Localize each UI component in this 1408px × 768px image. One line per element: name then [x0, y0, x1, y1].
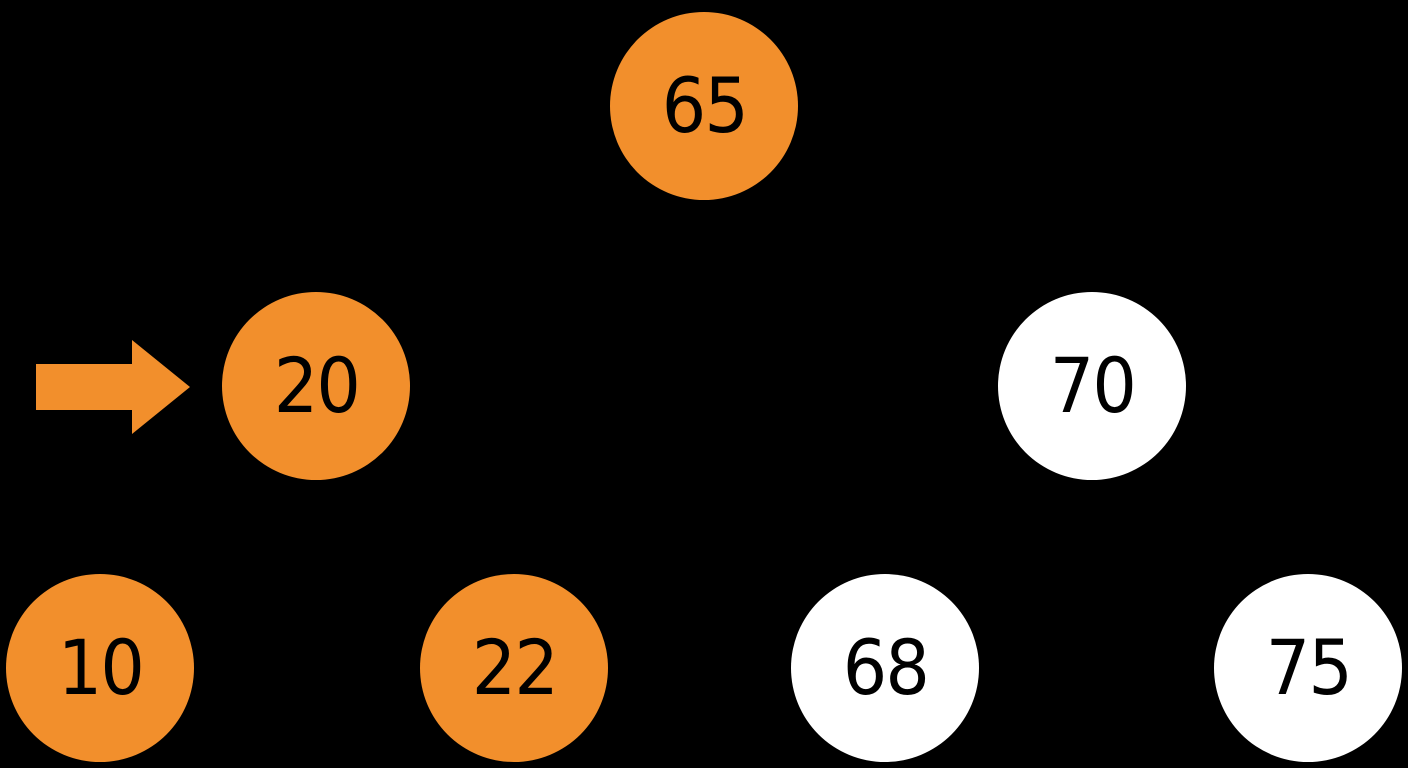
tree-node-68: 68 — [791, 574, 979, 762]
tree-node-75: 75 — [1214, 574, 1402, 762]
tree-node-70: 70 — [998, 292, 1186, 480]
tree-node-65: 65 — [610, 12, 798, 200]
node-label: 65 — [661, 61, 748, 150]
node-label: 68 — [842, 623, 929, 712]
node-label: 20 — [273, 341, 360, 430]
tree-node-22: 22 — [420, 574, 608, 762]
node-label: 10 — [57, 623, 144, 712]
node-label: 75 — [1265, 623, 1352, 712]
node-label: 22 — [471, 623, 558, 712]
right-arrow-icon — [36, 340, 190, 434]
right-arrow-shape — [36, 340, 190, 434]
node-label: 70 — [1049, 341, 1136, 430]
tree-node-10: 10 — [6, 574, 194, 762]
tree-node-20: 20 — [222, 292, 410, 480]
